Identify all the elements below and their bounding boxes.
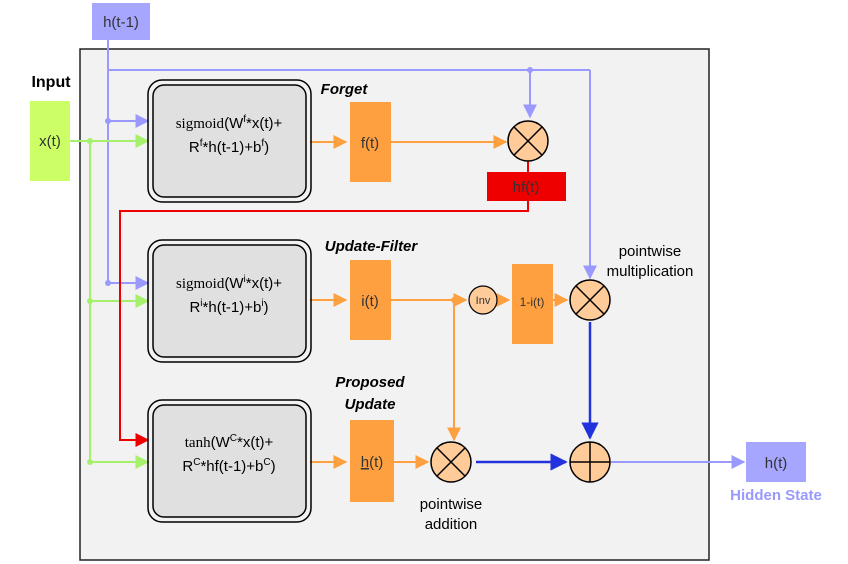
junction-dot — [527, 67, 533, 73]
hidden-state-label: Hidden State — [730, 487, 822, 504]
inv-label: Inv — [476, 295, 491, 307]
forget-gate-formula-line2: Rf*h(t-1)+bf) — [189, 138, 269, 156]
update-gate-formula-line1: sigmoid(Wi*x(t)+ — [176, 274, 282, 292]
pointwise-mult-label-1: pointwise — [619, 243, 682, 260]
junction-dot — [87, 138, 93, 144]
multiply-operator-proposal — [430, 441, 472, 483]
ht-tilde-label: h(t) — [361, 454, 384, 471]
multiply-operator-update — [569, 279, 611, 321]
junction-dot — [87, 298, 93, 304]
hprev-box — [92, 3, 150, 40]
one-minus-it-label: 1-i(t) — [520, 295, 545, 309]
hprev-label: h(t-1) — [103, 14, 139, 31]
proposal-gate-formula-line1: tanh(WC*x(t)+ — [185, 433, 274, 451]
junction-dot — [87, 459, 93, 465]
ft-label: f(t) — [361, 135, 379, 152]
junction-dot — [105, 280, 111, 286]
junction-dot — [105, 118, 111, 124]
junction-dot — [451, 297, 457, 303]
update-gate-formula-line2: Ri*h(t-1)+bi) — [189, 298, 268, 316]
it-box — [350, 260, 391, 340]
ht-output-box — [746, 442, 806, 482]
forget-title: Forget — [321, 81, 369, 98]
hft-label: hf(t) — [513, 179, 540, 196]
proposal-gate-box: tanh(WC*x(t)+ RC*hf(t-1)+bC) — [147, 399, 312, 523]
forget-gate-box: sigmoid(Wf*x(t)+ Rf*h(t-1)+bf) — [147, 79, 312, 203]
hprev-lines — [107, 40, 746, 469]
input-label: Input — [31, 74, 71, 91]
ft-box — [350, 102, 391, 182]
gate-lines — [310, 135, 569, 469]
hft-box — [487, 172, 566, 201]
one-minus-it-box — [512, 264, 553, 344]
pointwise-mult-label-2: multiplication — [607, 263, 694, 280]
update-filter-title: Update-Filter — [325, 238, 419, 255]
ht-output-label: h(t) — [765, 455, 788, 472]
input-box-label: x(t) — [39, 133, 61, 150]
forget-gate-formula-line1: sigmoid(Wf*x(t)+ — [176, 114, 283, 132]
it-label: i(t) — [361, 293, 379, 310]
multiply-operator-forget — [507, 120, 549, 162]
hf-lines — [119, 160, 529, 447]
state-lines — [476, 322, 599, 471]
proposed-update-title-2: Update — [345, 396, 396, 413]
ht-tilde-box — [350, 420, 394, 502]
input-box — [30, 101, 70, 181]
update-gate-box: sigmoid(Wi*x(t)+ Ri*h(t-1)+bi) — [147, 239, 312, 363]
proposed-update-title-1: Proposed — [335, 374, 405, 391]
proposal-gate-formula-line2: RC*hf(t-1)+bC) — [182, 457, 275, 475]
inv-operator: Inv — [468, 285, 498, 315]
pointwise-add-label-2: addition — [425, 516, 478, 533]
pointwise-add-label-1: pointwise — [420, 496, 483, 513]
add-operator — [569, 441, 611, 483]
